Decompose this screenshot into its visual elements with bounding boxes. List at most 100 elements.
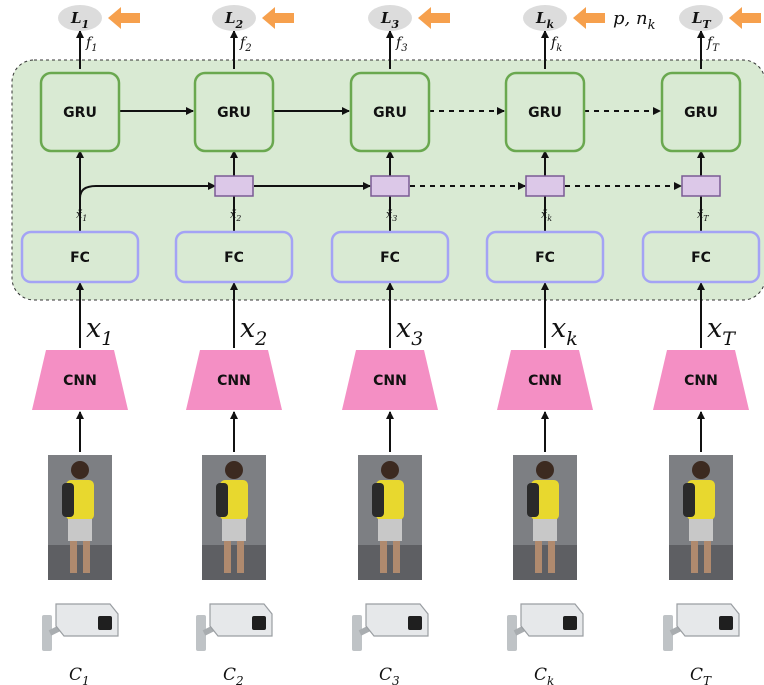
fc-label: FC bbox=[224, 250, 244, 266]
person-leg bbox=[548, 541, 555, 573]
fc-block bbox=[20, 230, 140, 284]
nodes: L1f1GRUx̃1FCx1CNNC1L2f2GRUx̃2FCx2CNNC2L3… bbox=[20, 5, 761, 685]
fused-embedding-label: x̃k bbox=[541, 208, 552, 223]
cnn-label: CNN bbox=[63, 373, 97, 389]
loss-label: L2 bbox=[224, 9, 244, 31]
person-head bbox=[536, 461, 554, 479]
feature-label: f2 bbox=[239, 35, 252, 54]
camera-lens bbox=[98, 616, 112, 630]
surveillance-camera-icon bbox=[42, 603, 119, 651]
cnn-label: CNN bbox=[217, 373, 251, 389]
loss-label: LT bbox=[691, 9, 712, 31]
cnn-block bbox=[342, 350, 438, 410]
person-image-ground bbox=[513, 545, 577, 580]
surveillance-camera-icon bbox=[196, 603, 273, 651]
fc-label: FC bbox=[691, 250, 711, 266]
loss-label: L3 bbox=[380, 9, 400, 31]
cnn-label: CNN bbox=[684, 373, 718, 389]
cnn-block bbox=[653, 350, 749, 410]
person-image-ground bbox=[669, 545, 733, 580]
person-shorts bbox=[68, 519, 92, 541]
person-backpack bbox=[372, 483, 384, 517]
feature-label: f1 bbox=[85, 35, 98, 54]
camera-mount bbox=[663, 615, 673, 651]
fusion-node bbox=[525, 175, 565, 197]
loss-node bbox=[679, 5, 723, 31]
person-backpack bbox=[62, 483, 74, 517]
camera-lens bbox=[563, 616, 577, 630]
person-image-ground bbox=[358, 545, 422, 580]
gru-label: GRU bbox=[217, 105, 251, 121]
loss-arrow-icon bbox=[729, 7, 761, 29]
person-leg bbox=[535, 541, 542, 573]
person-shorts bbox=[222, 519, 246, 541]
loss-label: Lk bbox=[535, 9, 555, 31]
fusion-node bbox=[214, 175, 254, 197]
loss-arrow-icon bbox=[573, 7, 605, 29]
fc-block bbox=[174, 230, 294, 284]
person-leg bbox=[704, 541, 711, 573]
camera-lens bbox=[719, 616, 733, 630]
camera-label: CT bbox=[690, 665, 712, 685]
embedding-label: xk bbox=[551, 313, 578, 350]
fused-embedding-label: x̃1 bbox=[76, 208, 87, 223]
person-leg bbox=[83, 541, 90, 573]
person-shorts bbox=[533, 519, 557, 541]
gru-label: GRU bbox=[528, 105, 562, 121]
camera-lens bbox=[252, 616, 266, 630]
person-leg bbox=[691, 541, 698, 573]
cnn-block bbox=[32, 350, 128, 410]
gru-block bbox=[504, 71, 586, 153]
person-backpack bbox=[683, 483, 695, 517]
feature-label: f3 bbox=[395, 35, 408, 54]
person-image bbox=[48, 455, 112, 580]
camera-mount bbox=[42, 615, 52, 651]
cnn-block bbox=[186, 350, 282, 410]
embedding-label: x1 bbox=[86, 313, 113, 350]
loss-node bbox=[368, 5, 412, 31]
fusion-node bbox=[370, 175, 410, 197]
loss-node bbox=[58, 5, 102, 31]
person-head bbox=[692, 461, 710, 479]
person-shorts bbox=[378, 519, 402, 541]
person-image bbox=[202, 455, 266, 580]
loss-node bbox=[523, 5, 567, 31]
camera-mount bbox=[196, 615, 206, 651]
person-image bbox=[513, 455, 577, 580]
gru-block bbox=[660, 71, 742, 153]
loss-label: L1 bbox=[70, 9, 89, 31]
person-head bbox=[381, 461, 399, 479]
camera-label: C1 bbox=[69, 665, 90, 685]
person-leg bbox=[237, 541, 244, 573]
fc-label: FC bbox=[380, 250, 400, 266]
surveillance-camera-icon bbox=[663, 603, 740, 651]
person-backpack bbox=[527, 483, 539, 517]
cnn-label: CNN bbox=[373, 373, 407, 389]
person-leg bbox=[393, 541, 400, 573]
fused-embedding-label: x̃3 bbox=[386, 208, 397, 223]
loss-arrow-icon bbox=[108, 7, 140, 29]
camera-lens bbox=[408, 616, 422, 630]
camera-label: C2 bbox=[223, 665, 244, 685]
feature-label: fk bbox=[550, 35, 562, 54]
gru-label: GRU bbox=[63, 105, 97, 121]
person-image bbox=[669, 455, 733, 580]
fused-embedding-label: x̃T bbox=[697, 208, 709, 223]
embedding-label: x3 bbox=[396, 313, 423, 350]
embedding-label: xT bbox=[707, 313, 736, 350]
embedding-label: x2 bbox=[240, 313, 267, 350]
camera-label: Ck bbox=[534, 665, 554, 685]
gru-block bbox=[193, 71, 275, 153]
person-head bbox=[225, 461, 243, 479]
loss-arrow-icon bbox=[418, 7, 450, 29]
person-image bbox=[358, 455, 422, 580]
gru-label: GRU bbox=[684, 105, 718, 121]
loss-arrow-icon bbox=[262, 7, 294, 29]
camera-label: C3 bbox=[379, 665, 400, 685]
gru-block bbox=[39, 71, 121, 153]
feature-label: fT bbox=[706, 35, 720, 54]
surveillance-camera-icon bbox=[507, 603, 584, 651]
person-image-ground bbox=[202, 545, 266, 580]
fc-block bbox=[330, 230, 450, 284]
